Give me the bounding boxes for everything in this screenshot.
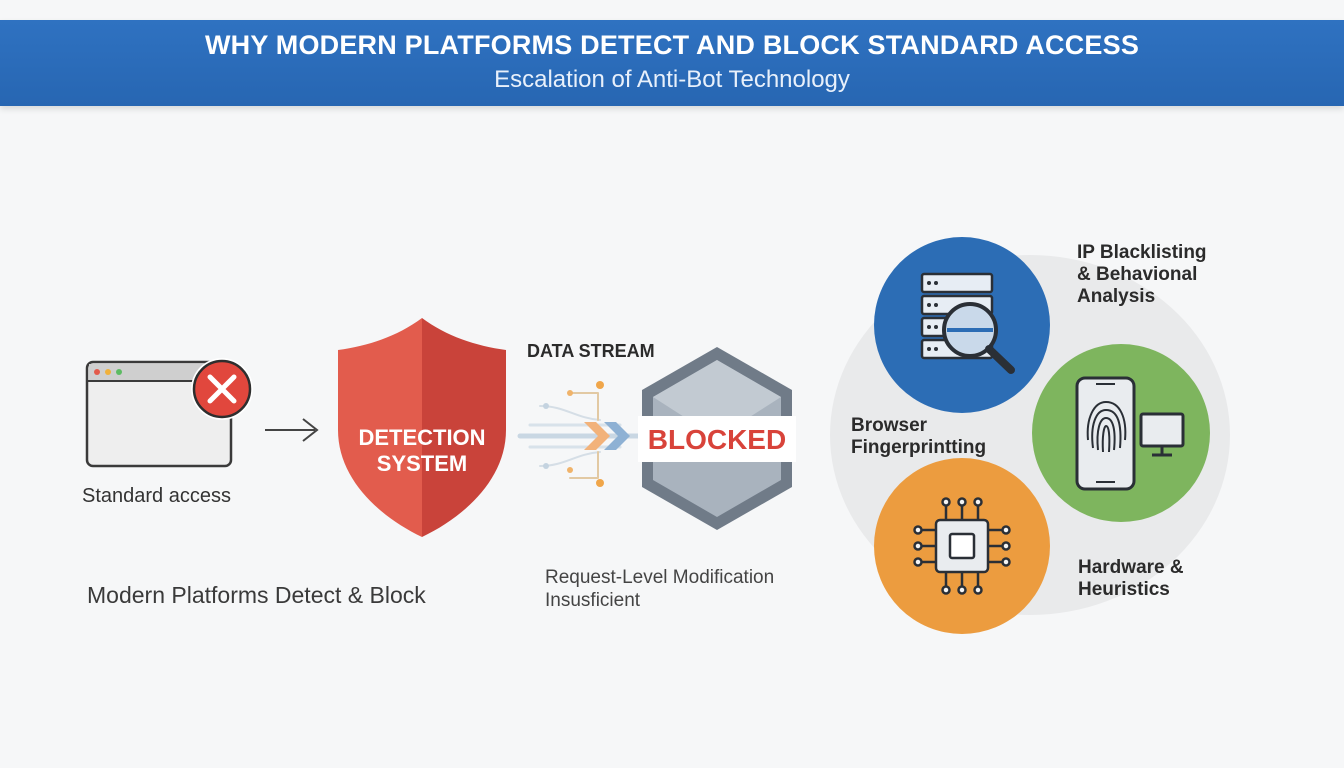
stream-chevrons: [584, 422, 630, 450]
browser-caption: Standard access: [82, 485, 231, 507]
ip-label-line2: & Behavional: [1077, 264, 1198, 285]
shield-label-line2: SYSTEM: [376, 451, 468, 476]
data-stream-label: DATA STREAM: [527, 341, 655, 361]
browser-fp-label-line2: Fingerprintting: [851, 437, 987, 458]
stream-caption-line1: Request-Level Modification: [545, 567, 775, 588]
page-title: WHY MODERN PLATFORMS DETECT AND BLOCK ST…: [204, 30, 1140, 60]
header-banner: [0, 20, 1344, 106]
server-search-icon: [874, 237, 1050, 413]
hexagon-icon: [638, 347, 796, 530]
hardware-label-line1: Hardware &: [1078, 557, 1184, 578]
hardware-label-line2: Heuristics: [1078, 579, 1170, 600]
chip-icon: [874, 458, 1050, 634]
arrow-right-icon: [265, 418, 319, 442]
ip-label-line1: IP Blacklisting: [1077, 242, 1207, 263]
blocked-label: BLOCKED: [647, 424, 787, 455]
shield-label-line1: DETECTION: [358, 425, 486, 450]
shield-icon: [338, 318, 506, 537]
left-footer-caption: Modern Platforms Detect & Block: [87, 582, 426, 608]
browser-fp-label-line1: Browser: [851, 415, 928, 436]
page-subtitle: Escalation of Anti-Bot Technology: [494, 66, 850, 93]
ip-label-line3: Analysis: [1077, 286, 1156, 307]
close-icon: [191, 358, 253, 420]
fingerprint-device-icon: [1032, 344, 1210, 522]
stream-caption-line2: Insusficient: [545, 590, 641, 611]
